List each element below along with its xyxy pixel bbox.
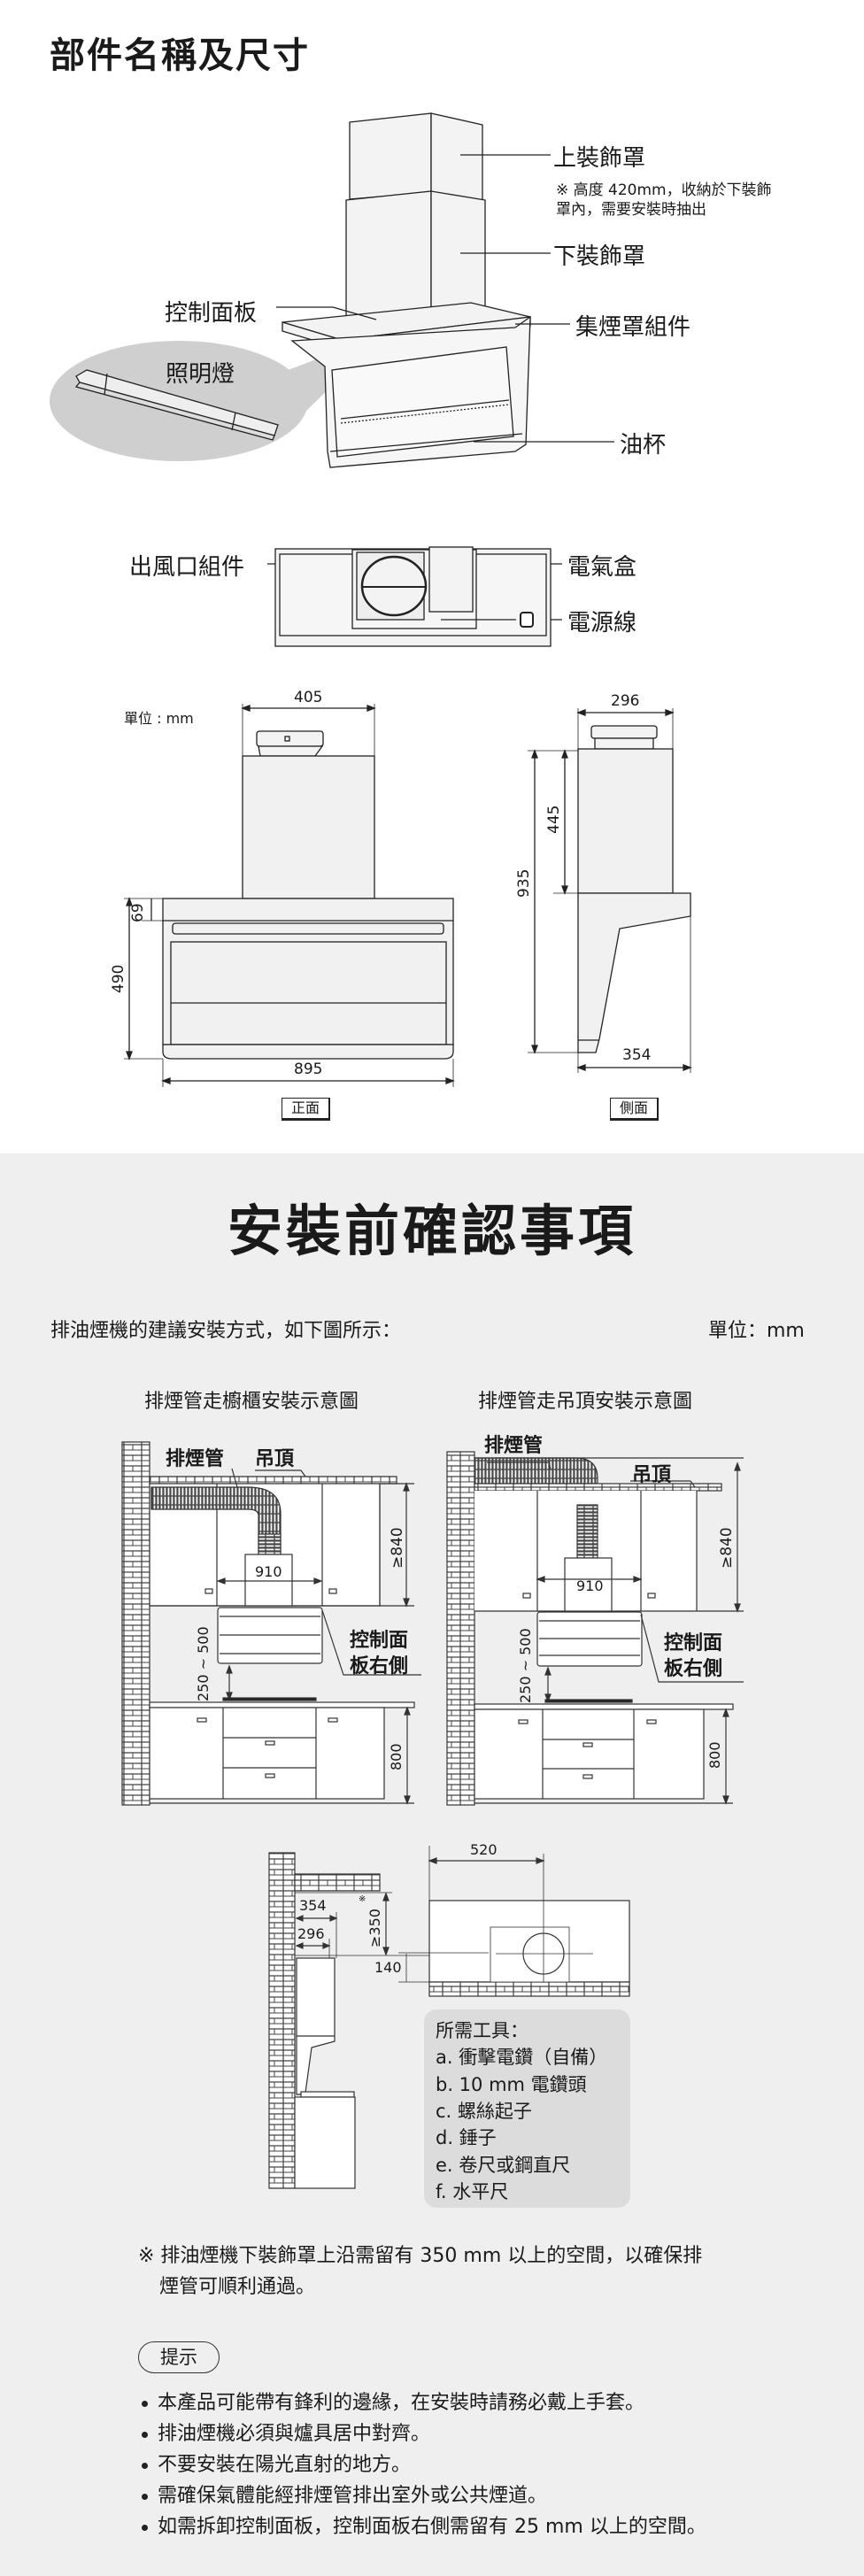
exhaust-duct bbox=[474, 1457, 598, 1485]
label-oil-cup: 油杯 bbox=[620, 432, 667, 459]
clearance-520-label: 520 bbox=[470, 1841, 498, 1858]
label-outlet-assembly: 出風口組件 bbox=[129, 554, 245, 581]
label-power-cord: 電源線 bbox=[567, 610, 637, 636]
left-panel-label-1: 控制面 bbox=[350, 1630, 409, 1652]
tip-item: 排油煙機必須與爐具居中對齊。 bbox=[142, 2418, 430, 2446]
electrical-box bbox=[428, 546, 474, 613]
parts-drawing bbox=[50, 112, 692, 1087]
install-section bbox=[0, 1153, 864, 2576]
label-hood-assembly: 集煙罩組件 bbox=[575, 314, 691, 341]
clearance-note-line-2: 煙管可順利通過。 bbox=[159, 2276, 316, 2298]
tool-item: b. 10 mm 電鑽頭 bbox=[436, 2074, 587, 2095]
tools-title: 所需工具： bbox=[436, 2020, 528, 2041]
label-lower-cover: 下裝飾罩 bbox=[553, 243, 646, 270]
right-counter-height-label: 800 bbox=[706, 1741, 723, 1769]
cabinet-duct-diagram bbox=[121, 1441, 421, 1806]
upper-cover-note-line-2: 罩內，需要安裝時抽出 bbox=[556, 201, 706, 219]
hood-3d-illustration bbox=[50, 112, 531, 468]
clearance-note-mark: ※ bbox=[359, 1894, 366, 1904]
tip-item: 如需拆卸控制面板，控制面板右側需留有 25 mm 以上的空間。 bbox=[142, 2510, 706, 2539]
side-view-drawing bbox=[528, 708, 692, 1073]
tool-item: a. 衝擊電鑽（自備） bbox=[436, 2047, 608, 2068]
label-control-panel: 控制面板 bbox=[165, 300, 258, 327]
left-counter-height-label: 800 bbox=[388, 1743, 405, 1770]
right-ceiling-label: 吊頂 bbox=[632, 1464, 672, 1486]
right-hood-gap-label: 250 ~ 500 bbox=[517, 1628, 534, 1703]
bottom-view-illustration bbox=[274, 546, 552, 647]
light-bar-icon bbox=[74, 369, 279, 441]
brick-wall bbox=[268, 1852, 296, 2189]
install-intro: 排油煙機的建議安裝方式，如下圖所示： bbox=[50, 1320, 402, 1342]
dim-side-total-depth: 354 bbox=[622, 1046, 652, 1064]
parts-section-title: 部件名稱及尺寸 bbox=[50, 35, 310, 76]
right-min-height-label: ≥840 bbox=[718, 1527, 736, 1569]
tips-label: 提示 bbox=[138, 2341, 220, 2373]
ceiling-duct-diagram bbox=[446, 1451, 744, 1806]
install-unit: 單位：mm bbox=[708, 1320, 805, 1342]
tip-text: 需確保氣體能經排煙管排出室外或公共煙道。 bbox=[158, 2485, 548, 2507]
side-view-label: 側面 bbox=[610, 1098, 659, 1121]
brick-wall bbox=[121, 1441, 150, 1806]
tip-text: 排油煙機必須與爐具居中對齊。 bbox=[158, 2423, 431, 2445]
left-ceiling-label: 吊頂 bbox=[255, 1448, 295, 1470]
front-chimney bbox=[242, 755, 375, 899]
clearance-140-label: 140 bbox=[374, 1959, 402, 1976]
left-panel-label-2: 板右側 bbox=[350, 1655, 409, 1677]
left-hood-gap-label: 250 ~ 500 bbox=[195, 1626, 212, 1701]
clearance-354-label: 354 bbox=[299, 1897, 327, 1914]
upper-cover-note-line-1: ※ 高度 420mm，收納於下裝飾 bbox=[556, 181, 772, 199]
label-electrical-box: 電氣盒 bbox=[567, 554, 637, 581]
tip-text: 不要安裝在陽光直射的地方。 bbox=[158, 2454, 412, 2476]
hood-side bbox=[296, 1957, 336, 2095]
clearance-296-label: 296 bbox=[297, 1925, 325, 1942]
counter bbox=[474, 1703, 734, 1710]
required-tools-box: 所需工具： a. 衝擊電鑽（自備） b. 10 mm 電鑽頭 c. 螺絲起子 d… bbox=[424, 2009, 630, 2208]
side-chimney bbox=[577, 748, 674, 894]
parts-section: 部件名稱及尺寸 bbox=[0, 0, 864, 1153]
tip-text: 本產品可能帶有鋒利的邊緣，在安裝時請務必戴上手套。 bbox=[158, 2392, 645, 2414]
bullet-icon bbox=[142, 2524, 148, 2531]
tool-item: f. 水平尺 bbox=[436, 2181, 509, 2202]
right-panel-label-2: 板右側 bbox=[664, 1658, 723, 1680]
tip-item: 本產品可能帶有鋒利的邊緣，在安裝時請務必戴上手套。 bbox=[142, 2387, 644, 2415]
ceiling bbox=[294, 1873, 381, 1892]
install-section-title: 安裝前確認事項 bbox=[227, 1199, 636, 1263]
dim-front-chimney-width: 405 bbox=[294, 689, 323, 706]
left-duct-label: 排煙管 bbox=[166, 1448, 225, 1470]
bullet-icon bbox=[142, 2431, 148, 2438]
ceiling bbox=[149, 1476, 397, 1485]
dimension-unit: 單位 : mm bbox=[124, 710, 194, 727]
bullet-icon bbox=[142, 2493, 148, 2500]
ceiling bbox=[474, 1483, 722, 1492]
diagram-left-title: 排煙管走櫥櫃安裝示意圖 bbox=[144, 1391, 359, 1413]
dim-side-chimney-depth: 296 bbox=[611, 692, 640, 710]
clearance-diagram bbox=[268, 1846, 630, 2189]
label-upper-cover: 上裝飾罩 bbox=[553, 145, 646, 172]
label-light: 照明燈 bbox=[166, 361, 235, 388]
bullet-icon bbox=[142, 2462, 148, 2469]
right-panel-label-1: 控制面 bbox=[664, 1632, 723, 1654]
right-duct-label: 排煙管 bbox=[484, 1435, 544, 1457]
front-view-drawing bbox=[124, 704, 455, 1087]
front-view-label: 正面 bbox=[282, 1098, 330, 1121]
tool-item: d. 錘子 bbox=[436, 2127, 497, 2148]
left-width-label: 910 bbox=[255, 1563, 282, 1580]
counter bbox=[149, 1701, 415, 1708]
tip-item: 不要安裝在陽光直射的地方。 bbox=[142, 2449, 411, 2477]
right-width-label: 910 bbox=[576, 1577, 604, 1594]
tool-item: e. 卷尺或鋼直尺 bbox=[436, 2155, 571, 2176]
clearance-note-line-1: ※ 排油煙機下裝飾罩上沿需留有 350 mm 以上的空間，以確保排 bbox=[138, 2245, 703, 2267]
diagram-right-title: 排煙管走吊頂安裝示意圖 bbox=[478, 1391, 693, 1413]
side-hood bbox=[577, 892, 691, 1053]
left-min-height-label: ≥840 bbox=[389, 1527, 406, 1569]
tool-item: c. 螺絲起子 bbox=[436, 2101, 532, 2122]
tip-text: 如需拆卸控制面板，控制面板右側需留有 25 mm 以上的空間。 bbox=[158, 2516, 706, 2538]
clearance-350-label: ≥350 bbox=[366, 1909, 383, 1947]
brick-wall bbox=[446, 1451, 475, 1806]
bullet-icon bbox=[142, 2400, 148, 2407]
tip-item: 需確保氣體能經排煙管排出室外或公共煙道。 bbox=[142, 2480, 547, 2508]
power-plug-icon bbox=[520, 612, 534, 628]
dim-front-total-width: 895 bbox=[294, 1060, 323, 1078]
